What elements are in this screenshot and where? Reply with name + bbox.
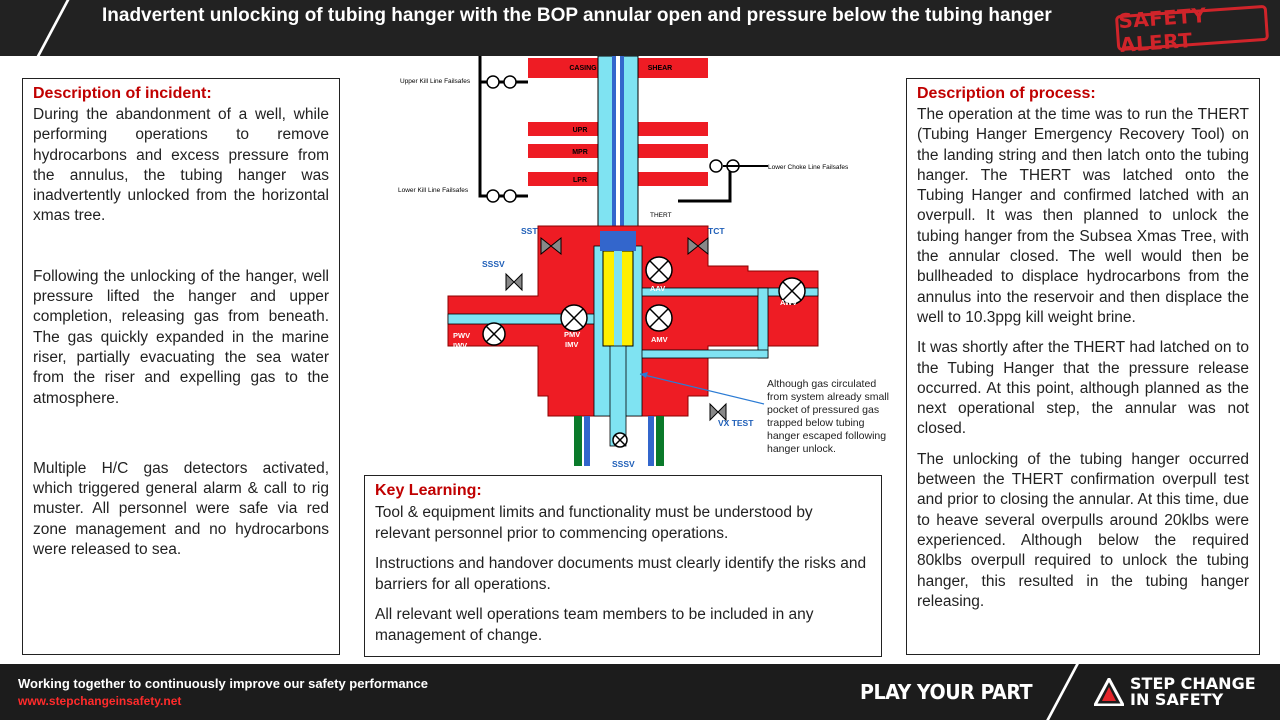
play-your-part-text: PLAY YOUR PART (860, 680, 1033, 704)
footer-url-link[interactable]: www.stepchangeinsafety.net (18, 694, 182, 708)
gas-pointer-arrow (640, 372, 648, 378)
amv-label: AMV (651, 335, 668, 344)
casing-strings (574, 345, 664, 466)
brand-line-2: IN SAFETY (1130, 690, 1224, 709)
casing-label: CASING (569, 65, 597, 72)
header-bar: Inadvertent unlocking of tubing hanger w… (0, 0, 1280, 56)
key-learning-item-2: Instructions and handover documents must… (375, 555, 867, 593)
hanger-bore (614, 251, 622, 346)
process-paragraph-2: It was shortly after the THERT had latch… (917, 339, 1249, 438)
tct-label: TCT (708, 226, 725, 236)
key-learning-heading: Key Learning: (375, 482, 482, 499)
vx-test-label: VX TEST (718, 418, 754, 428)
brand-line-1: STEP CHANGE (1130, 674, 1256, 693)
key-learning-item-1: Tool & equipment limits and functionalit… (375, 504, 813, 542)
incident-paragraph-3: Multiple H/C gas detectors activated, wh… (33, 459, 329, 559)
incident-heading: Description of incident: (33, 85, 212, 102)
step-change-logo-icon (1094, 678, 1124, 706)
gas-pointer-line (639, 373, 765, 405)
iwv-label: IWV (453, 341, 467, 350)
safety-alert-stamp: SAFETY ALERT (1114, 3, 1270, 57)
bop-xmas-tree-diagram: CASING SHEAR UPR MPR LPR Upper Kill Line… (398, 56, 849, 469)
incident-paragraph-1: During the abandonment of a well, while … (33, 106, 329, 225)
imv-label: IMV (565, 340, 578, 349)
incident-paragraph-2: Following the unlocking of the hanger, w… (33, 267, 329, 407)
upr-label: UPR (573, 127, 588, 134)
awv-label: AWV (780, 298, 797, 307)
mpr-label: MPR (572, 149, 588, 156)
upper-kill-label: Upper Kill Line Failsafes (400, 78, 471, 85)
key-learning-panel: Key Learning: Tool & equipment limits an… (364, 475, 882, 657)
bop-rams (528, 58, 708, 186)
footer-slash (1040, 664, 1083, 720)
process-panel: Description of process: The operation at… (906, 78, 1260, 655)
lpr-label: LPR (573, 177, 587, 184)
key-learning-item-3: All relevant well operations team member… (375, 606, 814, 644)
thert-label: THERT (650, 212, 672, 219)
sssv-bottom-label: SSSV (612, 459, 635, 469)
incident-panel: Description of incident: During the aban… (22, 78, 340, 655)
failsafe-valves (486, 75, 740, 203)
footer-tagline: Working together to continuously improve… (18, 676, 429, 691)
thert-tool (600, 231, 636, 251)
shear-label: SHEAR (648, 65, 673, 72)
xov-label: XOV (471, 352, 487, 361)
brand-name: STEP CHANGE IN SAFETY (1130, 676, 1256, 708)
page-title: Inadvertent unlocking of tubing hanger w… (102, 5, 1052, 26)
process-paragraph-1: The operation at the time was to run the… (917, 106, 1249, 326)
sst-label: SST (521, 226, 538, 236)
needle-valves (505, 236, 727, 422)
process-paragraph-3: The unlocking of the tubing hanger occur… (917, 450, 1249, 610)
sssv-top-label: SSSV (482, 259, 505, 269)
aav-label: AAV (650, 284, 665, 293)
footer-bar: Working together to continuously improve… (0, 664, 1280, 720)
pmv-label: PMV (564, 330, 580, 339)
header-slash (31, 0, 72, 56)
process-heading: Description of process: (917, 85, 1096, 102)
gas-note: Although gas circulated from system alre… (767, 378, 889, 455)
landing-string-bore (616, 56, 620, 246)
pwv-label: PWV (453, 331, 470, 340)
lower-kill-label: Lower Kill Line Failsafes (398, 187, 469, 194)
lower-choke-label: Lower Choke Line Failsafes (768, 164, 849, 171)
